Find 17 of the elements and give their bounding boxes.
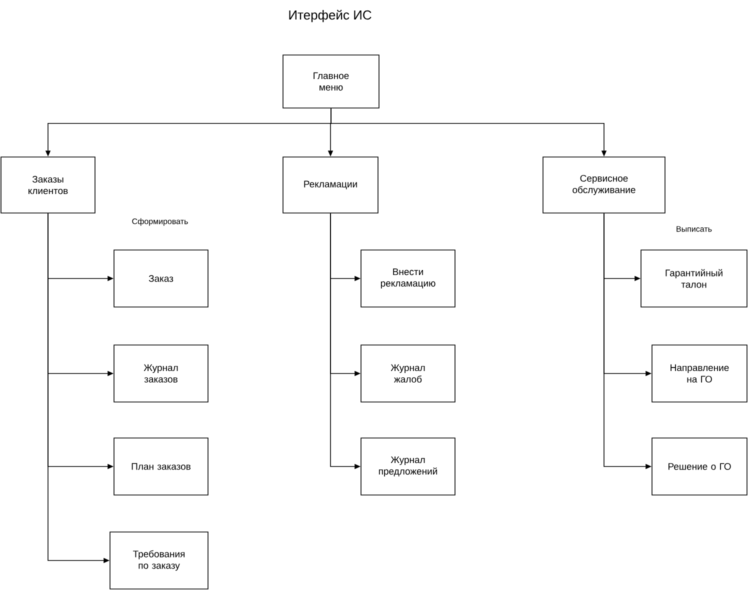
menu-box: Журнал предложений: [360, 438, 456, 496]
menu-box: Заказы клиентов: [0, 156, 96, 214]
menu-box: План заказов: [114, 438, 208, 496]
menu-box: Заказ: [114, 250, 208, 308]
menu-box: Журнал жалоб: [360, 344, 456, 402]
menu-box: Журнал заказов: [114, 344, 208, 402]
note-label: Выписать: [676, 226, 712, 232]
menu-box: Внести рекламацию: [360, 250, 456, 308]
menu-box: Требования по заказу: [110, 532, 208, 590]
title: Итерфейс ИС: [289, 10, 372, 22]
menu-box: Сервисное обслуживание: [542, 156, 666, 214]
menu-box: Гарантийный талон: [640, 250, 748, 308]
menu-box: Рекламации: [282, 156, 378, 214]
menu-box: Решение о ГО: [652, 438, 748, 496]
menu-box: Главное меню: [282, 54, 380, 108]
menu-box: Направление на ГО: [652, 344, 748, 402]
note-label: Сформировать: [132, 218, 188, 226]
